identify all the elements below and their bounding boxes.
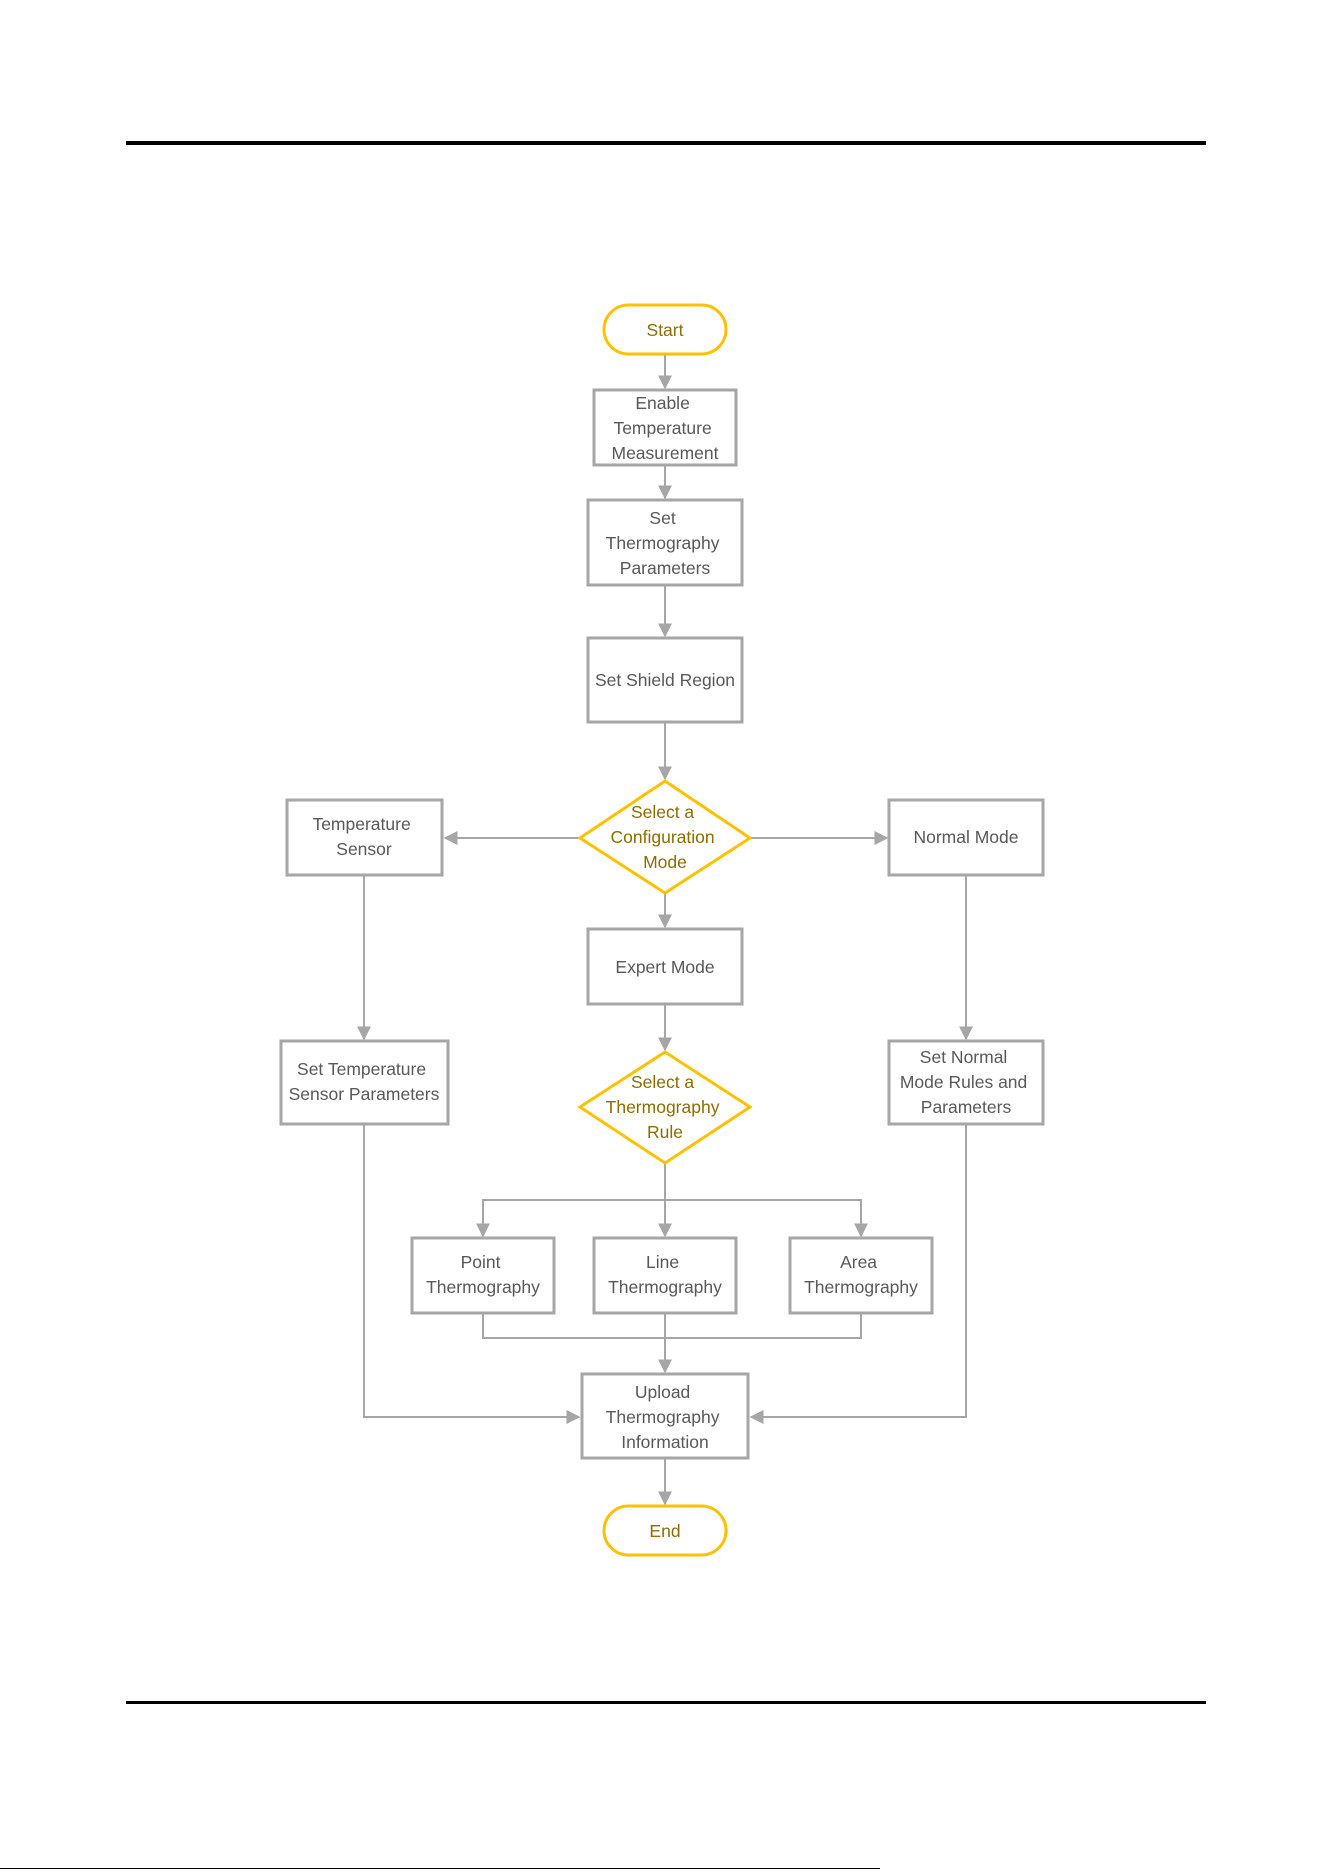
svg-text:Expert Mode: Expert Mode bbox=[615, 957, 714, 977]
edge-rule-area bbox=[665, 1199, 868, 1238]
node-start: Start bbox=[602, 303, 728, 356]
node-set-thermography-parameters: Set Thermography Parameters bbox=[586, 498, 744, 587]
node-point-thermography: Point Thermography bbox=[410, 1236, 556, 1315]
svg-text:Point Thermography: Point Thermography bbox=[426, 1252, 540, 1297]
node-upload-thermography-information: Upload Thermography Information bbox=[580, 1372, 750, 1460]
node-temperature-sensor: Temperature Sensor bbox=[285, 798, 444, 877]
svg-text:Start: Start bbox=[647, 320, 684, 340]
svg-text:End: End bbox=[649, 1521, 680, 1541]
svg-text:Area Thermography: Area Thermography bbox=[804, 1252, 918, 1297]
svg-text:Select a Configuration: Select a Configuration Mode bbox=[611, 802, 720, 872]
edge-setnormal-upload bbox=[749, 1124, 967, 1424]
node-area-thermography: Area Thermography bbox=[788, 1236, 934, 1315]
svg-text:Set Temperature Sensor P: Set Temperature Sensor Parameters bbox=[289, 1059, 440, 1104]
svg-text:Upload Thermography: Upload Thermography Information bbox=[606, 1382, 725, 1452]
svg-text:Line Thermography: Line Thermography bbox=[608, 1252, 722, 1297]
node-line-thermography: Line Thermography bbox=[592, 1236, 738, 1315]
header-rule bbox=[126, 141, 1206, 145]
svg-text:Set Normal Mode Rules an: Set Normal Mode Rules and Parameters bbox=[900, 1047, 1032, 1117]
svg-text:Normal Mode: Normal Mode bbox=[913, 827, 1018, 847]
svg-text:Set Shield Region: Set Shield Region bbox=[595, 670, 735, 690]
node-enable-temperature-measurement: Enable Temperature Measurement bbox=[592, 388, 738, 467]
footer-rule bbox=[126, 1701, 1206, 1704]
node-expert-mode: Expert Mode bbox=[586, 927, 744, 1006]
edge-rule-point bbox=[476, 1199, 665, 1238]
svg-text:Temperature Sensor: Temperature Sensor bbox=[312, 814, 415, 859]
node-normal-mode: Normal Mode bbox=[887, 798, 1045, 877]
node-select-configuration-mode: Select a Configuration Mode bbox=[577, 779, 753, 895]
node-set-normal-mode-rules: Set Normal Mode Rules and Parameters bbox=[887, 1039, 1045, 1126]
node-end: End bbox=[602, 1504, 728, 1557]
edge-merge bbox=[482, 1314, 862, 1339]
svg-text:Enable Temperature: Enable Temperature Measurement bbox=[612, 393, 719, 463]
edge-setsensor-upload bbox=[363, 1124, 581, 1424]
connectors bbox=[357, 355, 973, 1506]
node-select-thermography-rule: Select a Thermography Rule bbox=[577, 1050, 753, 1165]
page-bottom-line bbox=[0, 1868, 880, 1869]
node-set-shield-region: Set Shield Region bbox=[586, 636, 744, 724]
node-set-temperature-sensor-parameters: Set Temperature Sensor Parameters bbox=[279, 1039, 450, 1126]
svg-text:Set Thermography P: Set Thermography Parameters bbox=[606, 508, 725, 578]
svg-text:Select a Thermography: Select a Thermography Rule bbox=[606, 1072, 725, 1142]
